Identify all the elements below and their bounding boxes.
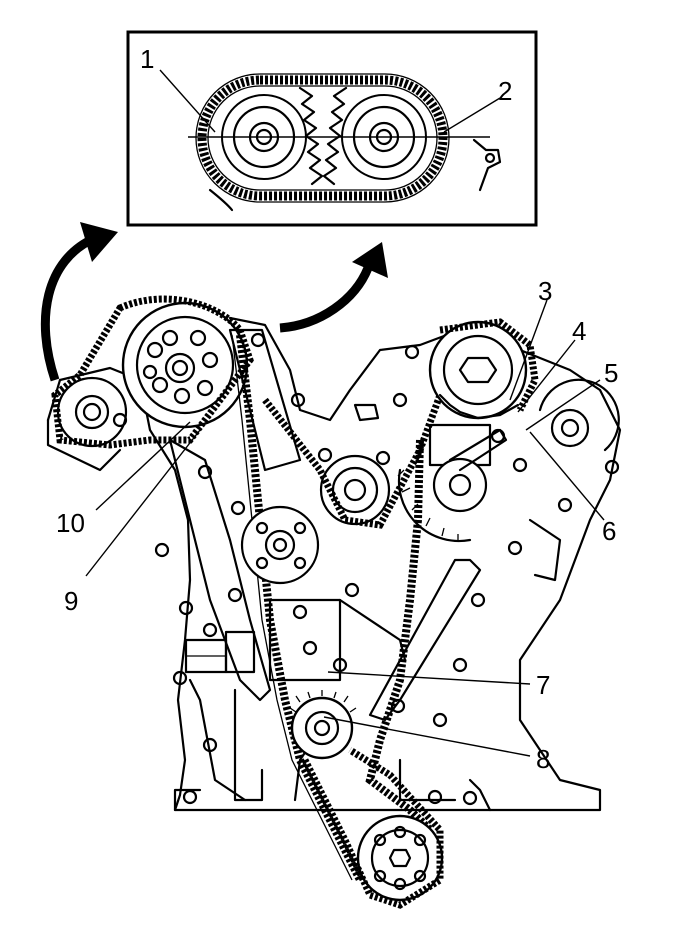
engine-block-outline [58,316,622,812]
right-exhaust-camshaft-sprocket [538,378,620,452]
right-secondary-tensioner [428,423,508,513]
inset-chain-loop [197,75,448,201]
callout-9: 9 [64,586,78,616]
primary-chain-left-run [236,334,364,882]
left-exhaust-camshaft-sprocket [56,376,128,448]
engine-front-view [46,295,622,909]
upper-center-chain [262,393,444,529]
right-balance-gear [397,468,472,543]
detail-inset [126,30,538,227]
oil-pump-sprocket [356,814,444,902]
callout-7: 7 [536,670,550,700]
crankshaft-sprocket [289,690,357,760]
callout-labels: 1 2 3 4 5 6 7 8 9 10 [56,44,618,774]
callout-10: 10 [56,508,85,538]
callout-3: 3 [538,276,552,306]
arrow-right-to-inset [279,266,373,333]
inset-gear-teeth [298,86,324,186]
water-pump-hub [240,505,320,585]
primary-chain-tensioner [184,630,256,674]
callout-2: 2 [498,76,512,106]
primary-chain-right-run [365,439,433,833]
callout-5: 5 [604,358,618,388]
callout-1: 1 [140,44,154,74]
right-chain-guide [368,558,482,722]
callout-8: 8 [536,744,550,774]
right-intake-camshaft-sprocket [428,320,528,420]
callout-6: 6 [602,516,616,546]
right-secondary-chain [439,318,539,412]
left-secondary-chain [51,295,254,449]
arrow-left-to-inset [40,233,97,382]
callout-leaders [85,69,605,757]
left-chain-guide [168,438,272,702]
lower-drive-chain [301,747,444,909]
primary-chain-tensioner-shoe [228,328,302,472]
callout-4: 4 [572,316,586,346]
